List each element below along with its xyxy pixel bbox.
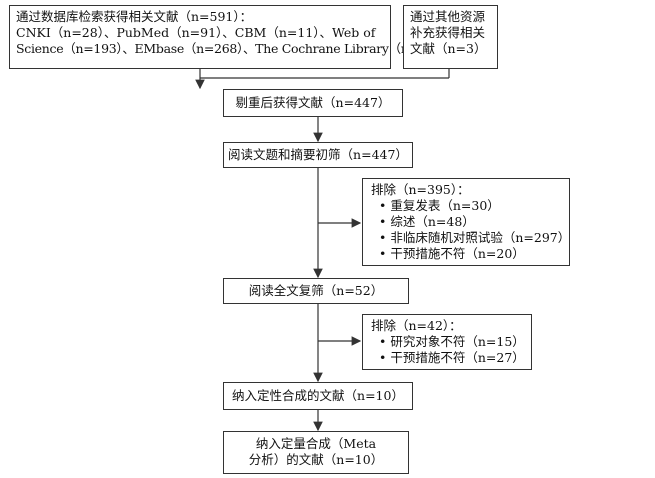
database-search-detail-2: Science（n=193）、EMbase（n=268）、The Cochran… xyxy=(16,41,439,56)
title-abstract-screening-text: 阅读文题和摘要初筛（n=447） xyxy=(228,147,408,162)
exclusion-box-1: 排除（n=395）： 重复发表（n=30） 综述（n=48） 非临床随机对照试验… xyxy=(362,178,570,266)
exclusion-1-item: 重复发表（n=30） xyxy=(371,198,561,214)
qualitative-synthesis-box: 纳入定性合成的文献（n=10） xyxy=(223,382,413,410)
other-sources-box: 通过其他资源 补充获得相关 文献（n=3） xyxy=(403,5,498,69)
exclusion-box-2: 排除（n=42）： 研究对象不符（n=15） 干预措施不符（n=27） xyxy=(362,314,532,370)
quantitative-synthesis-box: 纳入定量合成（Meta 分析）的文献（n=10） xyxy=(223,431,409,474)
quantitative-synthesis-line-2: 分析）的文献（n=10） xyxy=(248,452,384,467)
exclusion-1-header: 排除（n=395）： xyxy=(371,182,470,197)
exclusion-1-item: 综述（n=48） xyxy=(371,214,561,230)
exclusion-2-item: 干预措施不符（n=27） xyxy=(371,350,524,366)
database-search-total: 通过数据库检索获得相关文献（n=591）： xyxy=(16,9,253,24)
deduplication-text: 剔重后获得文献（n=447） xyxy=(235,95,391,110)
exclusion-1-item: 非临床随机对照试验（n=297） xyxy=(371,230,570,246)
exclusion-2-header: 排除（n=42）： xyxy=(371,318,462,333)
exclusion-1-item: 干预措施不符（n=20） xyxy=(371,246,561,262)
database-search-box: 通过数据库检索获得相关文献（n=591）： CNKI（n=28）、PubMed（… xyxy=(9,5,439,69)
exclusion-2-item: 研究对象不符（n=15） xyxy=(371,334,524,350)
qualitative-synthesis-text: 纳入定性合成的文献（n=10） xyxy=(232,388,404,403)
quantitative-synthesis-line-1: 纳入定量合成（Meta xyxy=(255,436,377,451)
database-search-detail-1: CNKI（n=28）、PubMed（n=91）、CBM（n=11）、Web of xyxy=(16,25,376,40)
deduplication-box: 剔重后获得文献（n=447） xyxy=(223,89,403,117)
full-text-screening-box: 阅读全文复筛（n=52） xyxy=(223,278,409,304)
other-sources-line-2: 补充获得相关 xyxy=(410,25,486,40)
other-sources-line-3: 文献（n=3） xyxy=(410,41,487,56)
other-sources-line-1: 通过其他资源 xyxy=(410,9,486,24)
title-abstract-screening-box: 阅读文题和摘要初筛（n=447） xyxy=(223,142,413,168)
full-text-screening-text: 阅读全文复筛（n=52） xyxy=(248,283,384,298)
